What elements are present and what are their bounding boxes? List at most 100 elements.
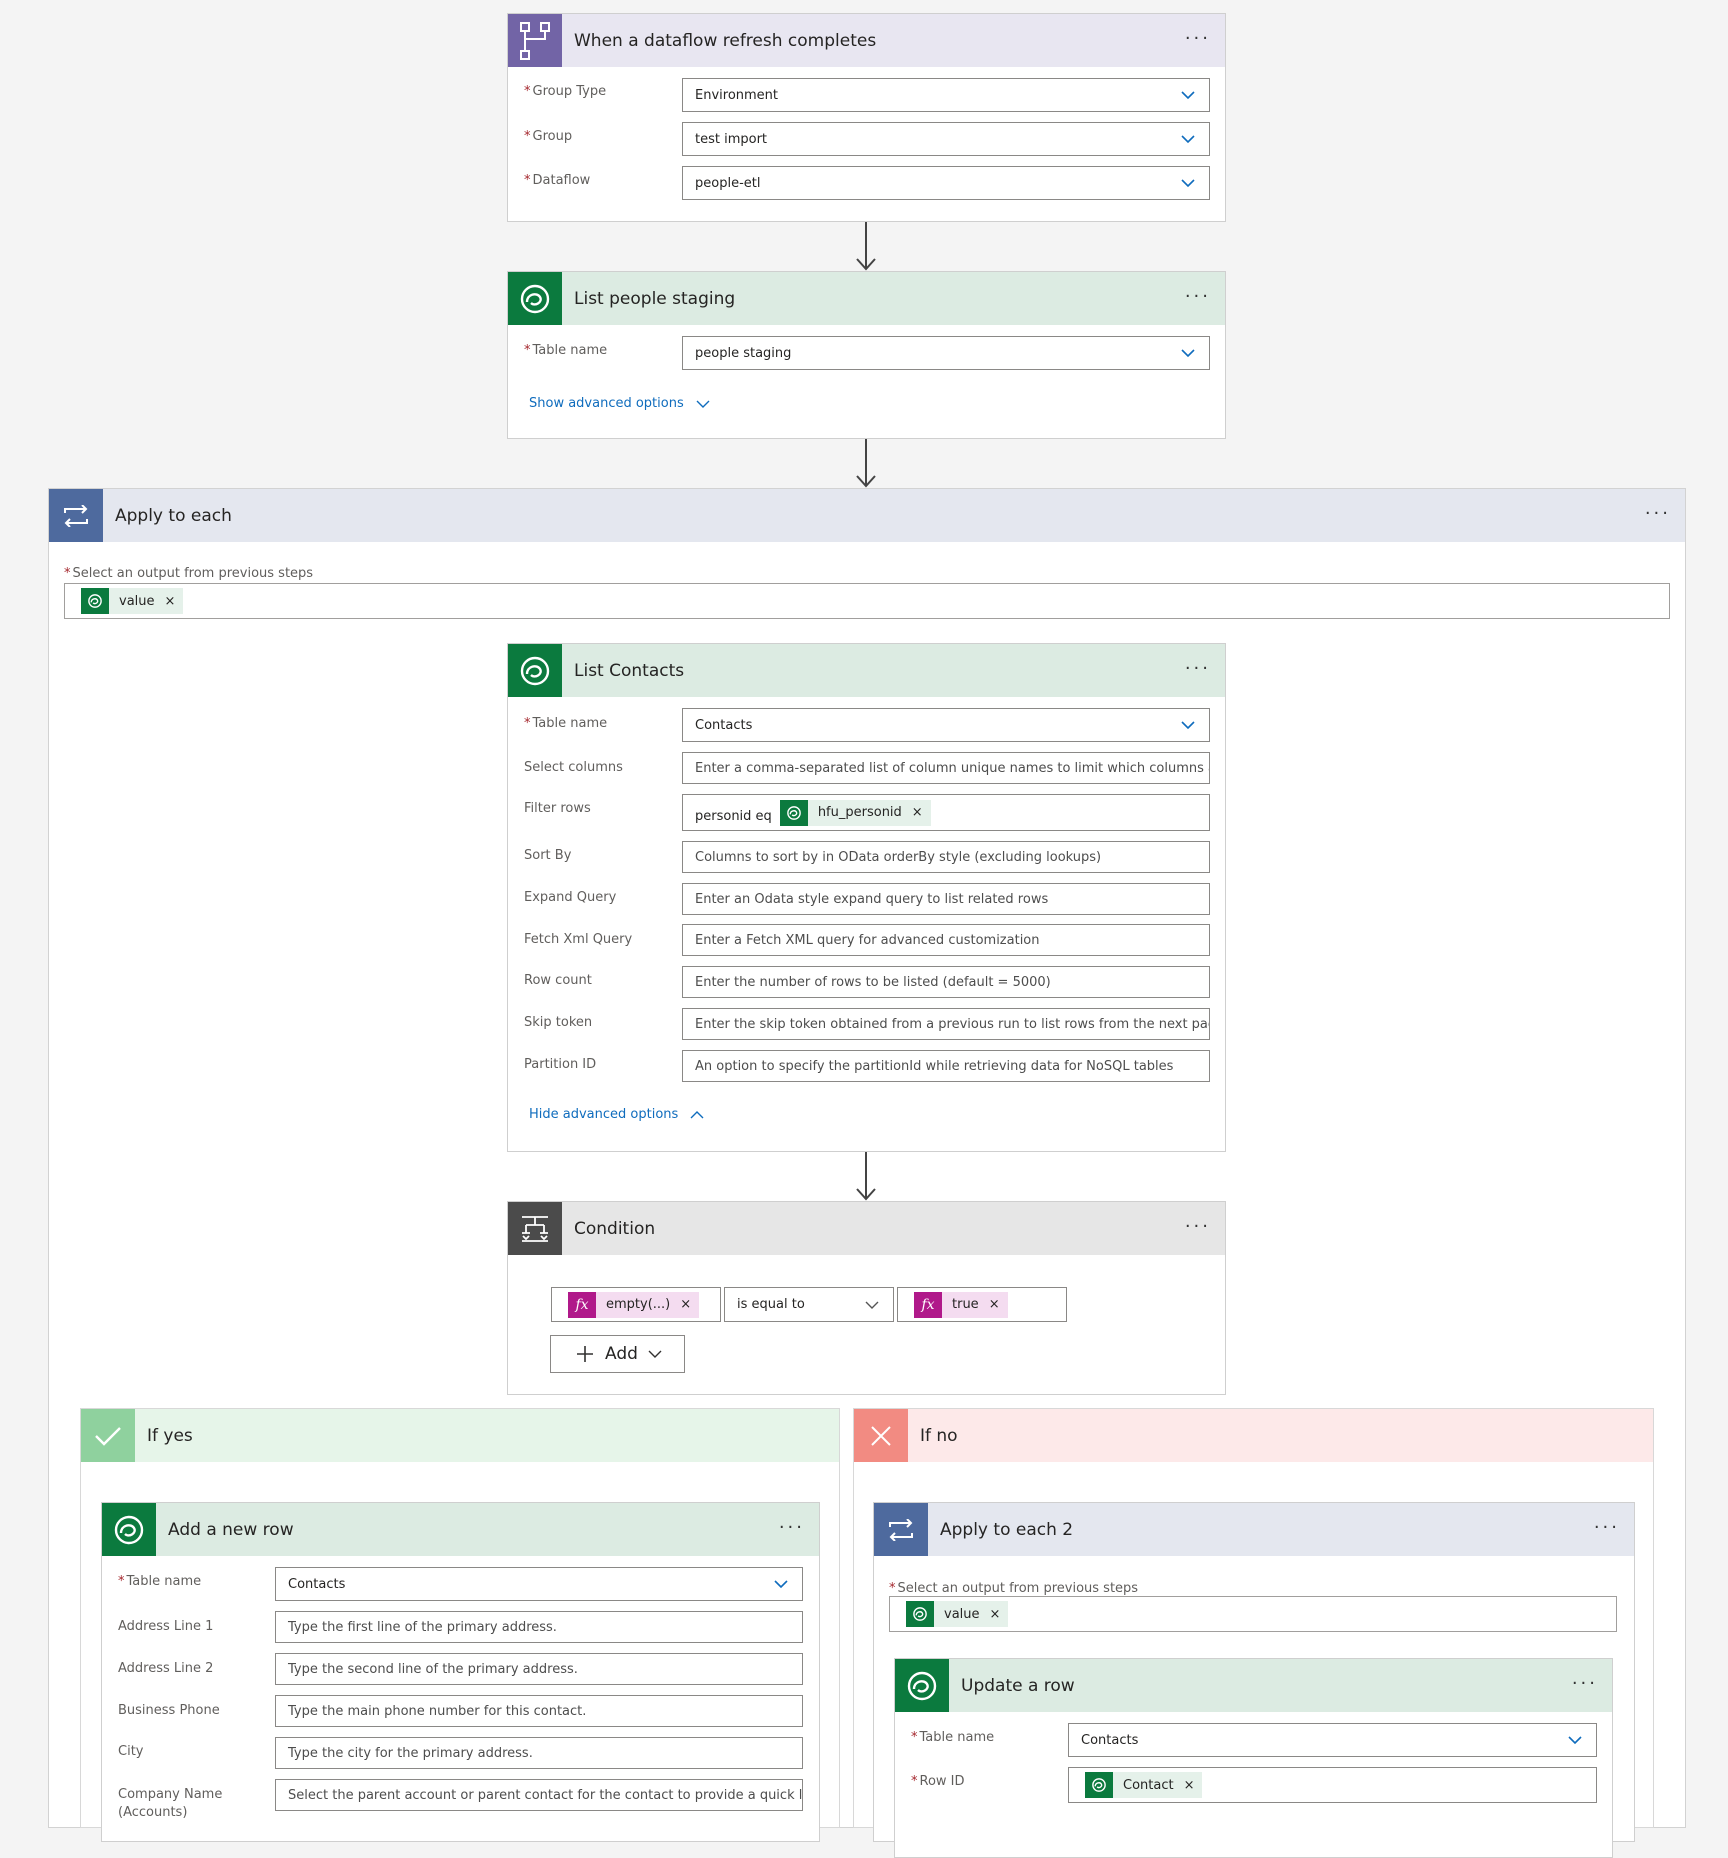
expand-query-label: Expand Query: [524, 890, 617, 905]
group-label: *Group: [524, 129, 573, 144]
remove-token-icon[interactable]: ×: [911, 805, 923, 820]
filter-rows-input[interactable]: personid eq hfu_personid ×: [682, 794, 1210, 831]
address-line2-input[interactable]: Type the second line of the primary addr…: [275, 1653, 803, 1685]
remove-token-icon[interactable]: ×: [989, 1606, 1001, 1622]
empty-expression-token[interactable]: fx empty(...) ×: [568, 1291, 700, 1318]
if-no-title: If no: [920, 1425, 958, 1446]
select-output-input[interactable]: value ×: [64, 583, 1670, 619]
remove-token-icon[interactable]: ×: [988, 1297, 1000, 1312]
more-options-icon[interactable]: ···: [1644, 503, 1671, 524]
company-name-label: Company Name (Accounts): [118, 1787, 223, 1820]
chevron-down-icon: [1568, 1736, 1582, 1745]
condition-card[interactable]: Condition ··· fx empty(...) × is equal t…: [507, 1201, 1226, 1395]
company-name-input[interactable]: Select the parent account or parent cont…: [275, 1779, 803, 1811]
address-line1-label: Address Line 1: [118, 1619, 214, 1634]
partition-id-label: Partition ID: [524, 1057, 597, 1072]
select-columns-input[interactable]: Enter a comma-separated list of column u…: [682, 752, 1210, 784]
more-options-icon[interactable]: ···: [1593, 1517, 1620, 1538]
dataflow-icon: [508, 14, 562, 67]
condition-header[interactable]: Condition ···: [508, 1202, 1225, 1255]
fx-icon: fx: [568, 1291, 596, 1318]
contact-token[interactable]: Contact ×: [1085, 1772, 1203, 1798]
hide-advanced-options-link[interactable]: Hide advanced options: [529, 1107, 704, 1122]
value-token[interactable]: value ×: [81, 588, 184, 614]
sort-by-input[interactable]: Columns to sort by in OData orderBy styl…: [682, 841, 1210, 873]
list-staging-card[interactable]: List people staging ··· *Table name peop…: [507, 271, 1226, 439]
loop-icon: [874, 1503, 928, 1556]
add-row-card[interactable]: Add a new row ··· *Table name Contacts A…: [101, 1502, 820, 1842]
skip-token-label: Skip token: [524, 1015, 593, 1030]
chevron-down-icon: [1181, 91, 1195, 100]
trigger-header[interactable]: When a dataflow refresh completes ···: [508, 14, 1225, 67]
more-options-icon[interactable]: ···: [1184, 1216, 1211, 1237]
trigger-card[interactable]: When a dataflow refresh completes ··· *G…: [507, 13, 1226, 222]
flow-arrow-icon: [856, 439, 876, 488]
partition-id-input[interactable]: An option to specify the partitionId whi…: [682, 1050, 1210, 1082]
list-staging-title: List people staging: [574, 288, 736, 309]
fx-icon: fx: [914, 1291, 942, 1318]
skip-token-input[interactable]: Enter the skip token obtained from a pre…: [682, 1008, 1210, 1040]
dataverse-icon: [906, 1601, 934, 1627]
trigger-title: When a dataflow refresh completes: [574, 30, 877, 51]
group-dropdown[interactable]: test import: [682, 122, 1210, 156]
table-name-dropdown[interactable]: Contacts: [682, 708, 1210, 742]
condition-right-operand[interactable]: fx true ×: [897, 1287, 1067, 1322]
more-options-icon[interactable]: ···: [778, 1517, 805, 1538]
condition-title: Condition: [574, 1218, 656, 1239]
apply-each2-card[interactable]: Apply to each 2 ··· *Select an output fr…: [873, 1502, 1635, 1858]
table-name-dropdown[interactable]: Contacts: [1068, 1723, 1597, 1757]
if-yes-header[interactable]: If yes: [81, 1409, 839, 1462]
address-line1-input[interactable]: Type the first line of the primary addre…: [275, 1611, 803, 1643]
add-condition-button[interactable]: Add: [550, 1335, 685, 1373]
dataverse-icon: [779, 799, 808, 826]
business-phone-input[interactable]: Type the main phone number for this cont…: [275, 1695, 803, 1727]
if-no-branch[interactable]: If no Apply to each 2 ··· *Select an out…: [853, 1408, 1654, 1858]
list-staging-header[interactable]: List people staging ···: [508, 272, 1225, 325]
list-contacts-header[interactable]: List Contacts ···: [508, 644, 1225, 697]
dataflow-dropdown[interactable]: people-etl: [682, 166, 1210, 200]
condition-operator-dropdown[interactable]: is equal to: [724, 1287, 894, 1322]
close-icon: [854, 1409, 908, 1462]
more-options-icon[interactable]: ···: [1184, 28, 1211, 49]
remove-token-icon[interactable]: ×: [1183, 1777, 1195, 1793]
value-token[interactable]: value ×: [906, 1601, 1009, 1627]
if-no-header[interactable]: If no: [854, 1409, 1653, 1462]
chevron-down-icon: [1181, 179, 1195, 188]
update-row-header[interactable]: Update a row ···: [895, 1659, 1612, 1712]
sort-by-label: Sort By: [524, 848, 572, 863]
expand-query-input[interactable]: Enter an Odata style expand query to lis…: [682, 883, 1210, 915]
true-expression-token[interactable]: fx true ×: [914, 1291, 1008, 1318]
apply-each2-header[interactable]: Apply to each 2 ···: [874, 1503, 1634, 1556]
select-output-input[interactable]: value ×: [889, 1596, 1617, 1632]
more-options-icon[interactable]: ···: [1184, 658, 1211, 679]
condition-left-operand[interactable]: fx empty(...) ×: [551, 1287, 721, 1322]
if-yes-title: If yes: [147, 1425, 193, 1446]
dataflow-label: *Dataflow: [524, 173, 591, 188]
row-id-label: *Row ID: [911, 1774, 965, 1789]
remove-token-icon[interactable]: ×: [680, 1297, 692, 1312]
city-input[interactable]: Type the city for the primary address.: [275, 1737, 803, 1769]
dataverse-icon: [102, 1503, 156, 1556]
add-row-header[interactable]: Add a new row ···: [102, 1503, 819, 1556]
list-contacts-card[interactable]: List Contacts ··· *Table name Contacts S…: [507, 643, 1226, 1152]
row-id-input[interactable]: Contact ×: [1068, 1767, 1597, 1803]
more-options-icon[interactable]: ···: [1184, 286, 1211, 307]
group-type-dropdown[interactable]: Environment: [682, 78, 1210, 112]
if-yes-branch[interactable]: If yes Add a new row ··· *Table name Con…: [80, 1408, 840, 1842]
hfu-personid-token[interactable]: hfu_personid ×: [779, 799, 931, 826]
remove-token-icon[interactable]: ×: [164, 593, 176, 609]
select-output-label: *Select an output from previous steps: [889, 1581, 1139, 1596]
update-row-card[interactable]: Update a row ··· *Table name Contacts *R…: [894, 1658, 1613, 1858]
apply-each-title: Apply to each: [115, 505, 232, 526]
dataverse-icon: [895, 1659, 949, 1712]
apply-each-header[interactable]: Apply to each ···: [49, 489, 1685, 542]
more-options-icon[interactable]: ···: [1571, 1673, 1598, 1694]
chevron-down-icon: [648, 1350, 662, 1358]
show-advanced-options-link[interactable]: Show advanced options: [529, 396, 710, 411]
checkmark-icon: [81, 1409, 135, 1462]
fetch-xml-input[interactable]: Enter a Fetch XML query for advanced cus…: [682, 924, 1210, 956]
table-name-dropdown[interactable]: people staging: [682, 336, 1210, 370]
chevron-down-icon: [696, 400, 710, 408]
table-name-dropdown[interactable]: Contacts: [275, 1567, 803, 1601]
row-count-input[interactable]: Enter the number of rows to be listed (d…: [682, 966, 1210, 998]
